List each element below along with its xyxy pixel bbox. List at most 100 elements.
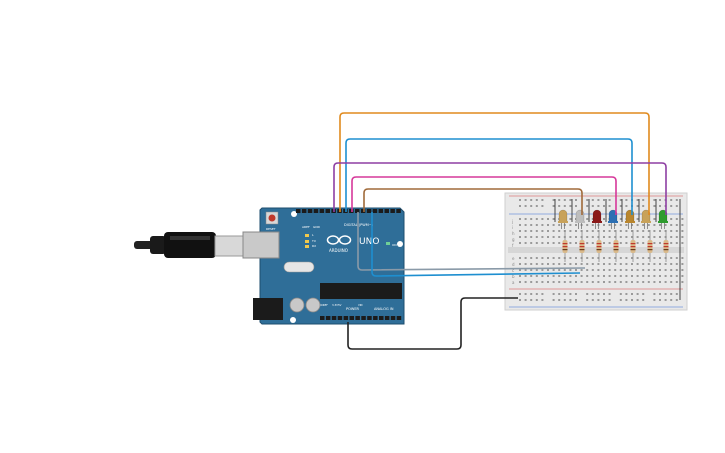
breadboard-hole[interactable]: [563, 299, 566, 301]
breadboard-hole[interactable]: [575, 224, 577, 226]
breadboard[interactable]: j i h g f e d c b a: [504, 192, 688, 311]
breadboard-hole[interactable]: [552, 224, 555, 226]
wire-purple[interactable]: [333, 162, 667, 215]
header-pin[interactable]: [373, 316, 378, 320]
breadboard-hole[interactable]: [603, 218, 605, 220]
breadboard-hole[interactable]: [586, 236, 589, 238]
breadboard-hole[interactable]: [636, 269, 639, 271]
breadboard-hole[interactable]: [558, 224, 561, 226]
breadboard-hole[interactable]: [541, 199, 544, 201]
breadboard-hole[interactable]: [569, 269, 572, 271]
breadboard-hole[interactable]: [530, 230, 533, 232]
breadboard-hole[interactable]: [524, 242, 527, 244]
breadboard-hole[interactable]: [653, 269, 656, 271]
breadboard-hole[interactable]: [563, 281, 566, 283]
breadboard-hole[interactable]: [647, 275, 650, 277]
breadboard-hole[interactable]: [603, 199, 605, 201]
breadboard-hole[interactable]: [524, 281, 527, 283]
breadboard-hole[interactable]: [608, 299, 611, 301]
breadboard-hole[interactable]: [558, 281, 561, 283]
breadboard-hole[interactable]: [625, 269, 628, 271]
header-pin[interactable]: [361, 316, 366, 320]
breadboard-hole[interactable]: [591, 205, 594, 207]
breadboard-hole[interactable]: [597, 236, 600, 238]
breadboard-hole[interactable]: [681, 218, 684, 220]
breadboard-hole[interactable]: [653, 236, 656, 238]
breadboard-hole[interactable]: [614, 236, 617, 238]
breadboard-hole[interactable]: [552, 299, 555, 301]
breadboard-hole[interactable]: [552, 293, 555, 295]
breadboard-hole[interactable]: [575, 257, 577, 259]
breadboard-hole[interactable]: [614, 275, 617, 277]
breadboard-hole[interactable]: [681, 242, 684, 244]
breadboard-hole[interactable]: [569, 205, 572, 207]
breadboard-hole[interactable]: [547, 269, 549, 271]
breadboard-hole[interactable]: [519, 230, 521, 232]
breadboard-hole[interactable]: [530, 269, 533, 271]
breadboard-hole[interactable]: [591, 275, 594, 277]
wire-brown[interactable]: [363, 188, 583, 215]
breadboard-hole[interactable]: [619, 242, 622, 244]
breadboard-hole[interactable]: [586, 269, 589, 271]
breadboard-hole[interactable]: [552, 236, 555, 238]
breadboard-hole[interactable]: [547, 281, 549, 283]
breadboard-hole[interactable]: [547, 224, 549, 226]
breadboard-hole[interactable]: [664, 293, 667, 295]
breadboard-hole[interactable]: [569, 281, 572, 283]
breadboard-hole[interactable]: [552, 205, 555, 207]
breadboard-hole[interactable]: [575, 299, 577, 301]
usb-cable[interactable]: [134, 232, 244, 258]
breadboard-hole[interactable]: [619, 218, 622, 220]
breadboard-hole[interactable]: [619, 269, 622, 271]
breadboard-hole[interactable]: [530, 218, 533, 220]
breadboard-hole[interactable]: [541, 224, 544, 226]
breadboard-hole[interactable]: [670, 199, 673, 201]
header-pin[interactable]: [325, 209, 331, 213]
arduino-board[interactable]: UNO ARDUINO DIGITAL (PWM~) POWER ANALOG …: [242, 207, 405, 325]
breadboard-hole[interactable]: [681, 281, 684, 283]
breadboard-hole[interactable]: [670, 257, 673, 259]
breadboard-hole[interactable]: [642, 299, 645, 301]
breadboard-hole[interactable]: [608, 199, 611, 201]
breadboard-hole[interactable]: [614, 269, 617, 271]
breadboard-hole[interactable]: [659, 293, 661, 295]
breadboard-hole[interactable]: [625, 275, 628, 277]
breadboard-hole[interactable]: [670, 275, 673, 277]
breadboard-hole[interactable]: [608, 257, 611, 259]
breadboard-hole[interactable]: [586, 242, 589, 244]
breadboard-hole[interactable]: [625, 230, 628, 232]
breadboard-hole[interactable]: [591, 257, 594, 259]
breadboard-hole[interactable]: [659, 236, 661, 238]
breadboard-hole[interactable]: [631, 230, 633, 232]
breadboard-hole[interactable]: [653, 293, 656, 295]
breadboard-hole[interactable]: [580, 263, 583, 265]
breadboard-hole[interactable]: [603, 205, 605, 207]
breadboard-hole[interactable]: [547, 218, 549, 220]
breadboard-hole[interactable]: [642, 242, 645, 244]
breadboard-hole[interactable]: [631, 257, 633, 259]
breadboard-hole[interactable]: [524, 199, 527, 201]
breadboard-hole[interactable]: [569, 275, 572, 277]
wire-magenta[interactable]: [351, 176, 617, 215]
header-pin[interactable]: [366, 209, 372, 213]
wire-blue[interactable]: [345, 138, 633, 215]
breadboard-hole[interactable]: [519, 236, 521, 238]
breadboard-hole[interactable]: [569, 257, 572, 259]
header-pin[interactable]: [360, 209, 366, 213]
power-analog-header[interactable]: [320, 316, 402, 320]
breadboard-hole[interactable]: [675, 263, 678, 265]
breadboard-hole[interactable]: [619, 263, 622, 265]
breadboard-hole[interactable]: [670, 218, 673, 220]
breadboard-hole[interactable]: [530, 205, 533, 207]
breadboard-hole[interactable]: [547, 257, 549, 259]
breadboard-hole[interactable]: [675, 199, 678, 201]
header-pin[interactable]: [384, 316, 390, 320]
breadboard-hole[interactable]: [619, 299, 622, 301]
breadboard-hole[interactable]: [575, 275, 577, 277]
led-blue[interactable]: [608, 209, 618, 223]
breadboard-hole[interactable]: [653, 281, 656, 283]
breadboard-hole[interactable]: [664, 299, 667, 301]
breadboard-hole[interactable]: [591, 230, 594, 232]
breadboard-hole[interactable]: [664, 281, 667, 283]
breadboard-hole[interactable]: [681, 230, 684, 232]
